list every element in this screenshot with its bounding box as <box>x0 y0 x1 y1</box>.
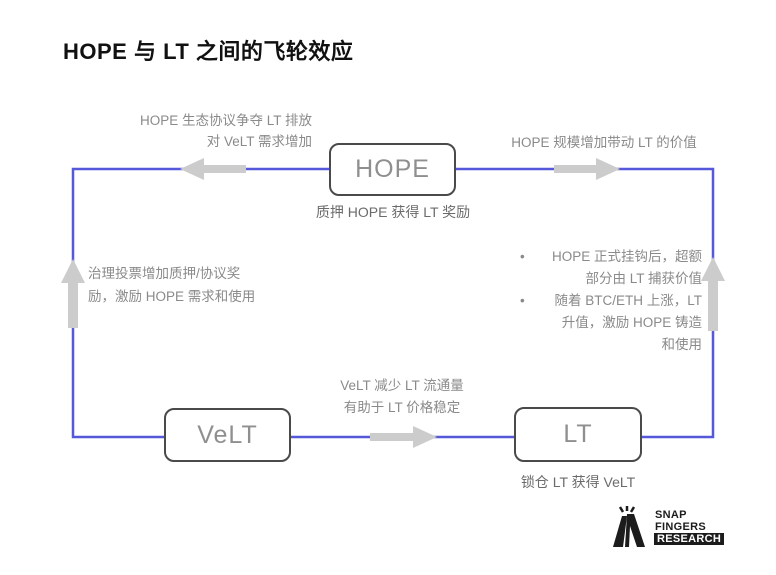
annotation-left: 治理投票增加质押/协议奖 励，激励 HOPE 需求和使用 <box>88 266 256 304</box>
node-velt: VeLT <box>164 408 291 462</box>
hope-caption: 质押 HOPE 获得 LT 奖励 <box>315 204 471 220</box>
node-lt-label: LT <box>563 420 593 448</box>
arrow-left-icon <box>180 158 246 180</box>
bullet-marker: • <box>520 293 525 308</box>
node-hope: HOPE <box>329 143 456 196</box>
annotation-top-left: HOPE 生态协议争夺 LT 排放 对 VeLT 需求增加 <box>139 113 312 149</box>
logo-line-1: SNAP <box>655 509 687 521</box>
arrow-up-right-icon <box>701 257 725 331</box>
arrow-right-bottom-icon <box>370 426 437 448</box>
annotation-top-right: HOPE 规模增加带动 LT 的价值 <box>511 135 697 150</box>
arrow-up-left-icon <box>61 259 85 328</box>
bullet-item: • 随着 BTC/ETH 上涨，LT 升值，激励 HOPE 铸造 和使用 <box>520 290 702 356</box>
bullet-text: 随着 BTC/ETH 上涨，LT 升值，激励 HOPE 铸造 和使用 <box>554 293 702 352</box>
logo-text: SNAP FINGERS RESEARCH <box>654 509 725 545</box>
logo-line-2: FINGERS <box>655 521 706 533</box>
bullet-marker: • <box>520 249 525 264</box>
page-title: HOPE 与 LT 之间的飞轮效应 <box>63 39 354 64</box>
node-velt-label: VeLT <box>197 420 258 449</box>
logo-line-3: RESEARCH <box>654 533 725 545</box>
node-lt: LT <box>514 407 642 462</box>
bullet-item: • HOPE 正式挂钩后，超额 部分由 LT 捕获价值 <box>520 246 702 290</box>
snap-fingers-icon <box>613 506 645 547</box>
bullet-text: HOPE 正式挂钩后，超额 部分由 LT 捕获价值 <box>551 249 702 286</box>
annotation-right-bullets: • HOPE 正式挂钩后，超额 部分由 LT 捕获价值 • 随着 BTC/ETH… <box>520 246 702 356</box>
node-hope-label: HOPE <box>355 155 430 183</box>
lt-caption: 锁仓 LT 获得 VeLT <box>520 474 636 490</box>
arrow-right-icon <box>554 158 620 180</box>
snap-fingers-research-logo: SNAP FINGERS RESEARCH <box>610 506 725 548</box>
annotation-bottom-center: VeLT 减少 LT 流通量 有助于 LT 价格稳定 <box>340 378 464 415</box>
